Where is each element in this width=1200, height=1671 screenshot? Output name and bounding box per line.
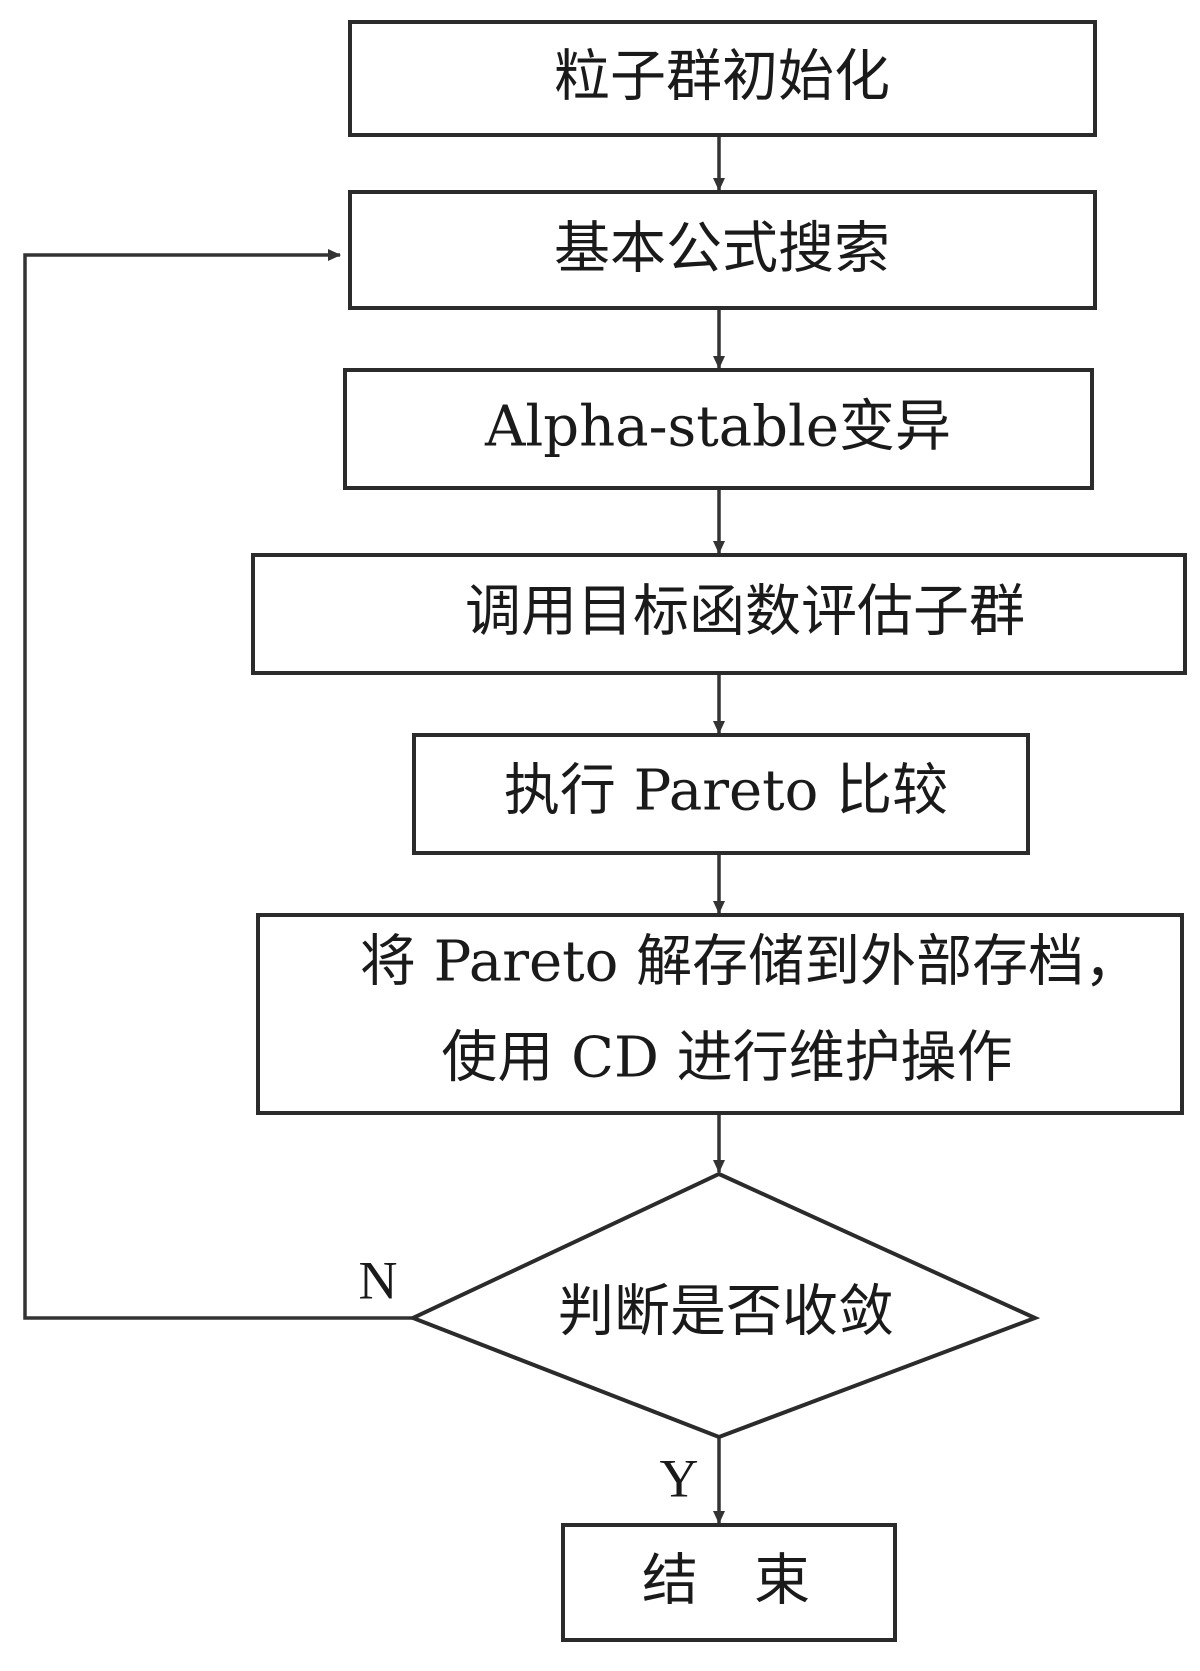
node-end-text: 结 束: [642, 1549, 810, 1614]
node-particle-init: 粒子群初始化: [348, 20, 1097, 137]
node-evaluate-swarm-text: 调用目标函数评估子群: [465, 580, 1025, 645]
node-evaluate-swarm: 调用目标函数评估子群: [251, 553, 1187, 675]
node-archive-maintain-line2: 使用 CD 进行维护操作: [441, 1026, 1012, 1091]
edge-label-yes: Y: [660, 1448, 699, 1508]
node-archive-maintain: 将 Pareto 解存储到外部存档， 使用 CD 进行维护操作: [256, 913, 1184, 1115]
node-basic-search-text: 基本公式搜索: [554, 217, 890, 282]
node-alpha-mutation-text: Alpha-stable变异: [484, 395, 951, 460]
edge-n7-n2-loop: [23, 249, 413, 1320]
node-end: 结 束: [561, 1523, 897, 1642]
edge-label-no: N: [359, 1250, 398, 1310]
edges-layer: [23, 135, 725, 1524]
node-pareto-compare-text: 执行 Pareto 比较: [504, 759, 948, 824]
node-pareto-compare: 执行 Pareto 比较: [412, 733, 1030, 855]
node-particle-init-text: 粒子群初始化: [554, 45, 890, 110]
node-basic-search: 基本公式搜索: [348, 190, 1097, 310]
node-archive-maintain-line1: 将 Pareto 解存储到外部存档，: [360, 930, 1140, 995]
node-alpha-mutation: Alpha-stable变异: [343, 368, 1094, 490]
node-convergence-check: 判断是否收敛: [407, 1171, 1041, 1440]
node-convergence-check-text: 判断是否收敛: [558, 1280, 894, 1345]
